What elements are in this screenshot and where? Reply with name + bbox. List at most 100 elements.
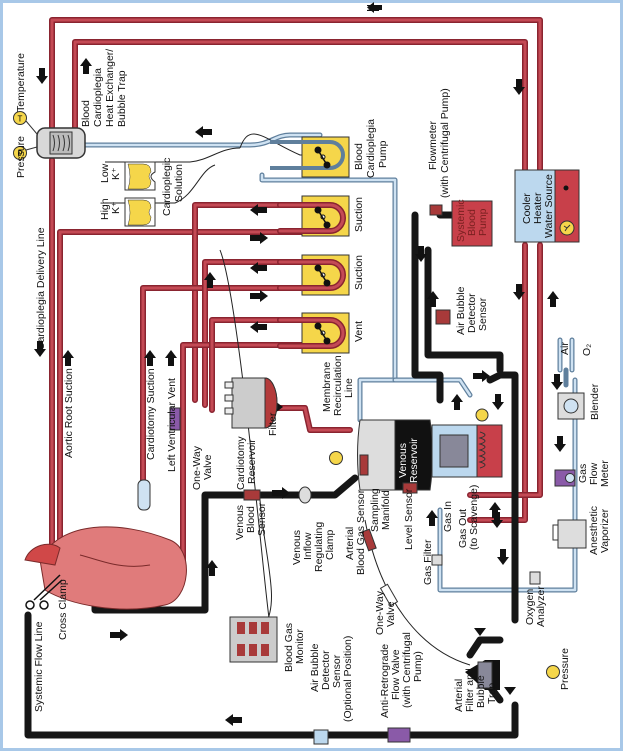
label-hx-1: Blood xyxy=(80,100,92,127)
label-cross-clamp: Cross Clamp xyxy=(57,579,69,640)
level-sensor xyxy=(402,482,418,494)
cardiotomy-reservoir[interactable] xyxy=(224,377,278,429)
suction-pump-2[interactable] xyxy=(277,254,350,296)
label-cardiotomy-suction: Cardiotomy Suction xyxy=(145,368,157,460)
arrow-icon xyxy=(513,292,525,300)
blender[interactable] xyxy=(557,392,585,420)
label-low-k-2: K⁺ xyxy=(110,167,122,180)
label-abd-opt-1: Air Bubble xyxy=(309,643,321,692)
label-abd-opt-3: Sensor xyxy=(331,654,343,688)
anti-retrograde-flow-valve xyxy=(387,727,411,743)
label-clamp-4: Clamp xyxy=(324,529,336,560)
label-clamp-2: Inflow xyxy=(302,532,314,560)
arrow-icon xyxy=(206,560,218,568)
label-oxygen-1: Oxygen xyxy=(524,589,536,625)
p-badge-text: P xyxy=(17,150,22,159)
label-membrane-2: Recirculation xyxy=(332,355,344,416)
label-bc-pump-3: Pump xyxy=(377,140,389,168)
label-water-1: Cooler xyxy=(521,193,533,224)
label-art-filter-3: Bubble xyxy=(475,675,487,708)
high-k-bag xyxy=(124,197,156,227)
label-gas-filter: Gas Filter xyxy=(422,539,434,585)
arrow-icon xyxy=(482,370,490,382)
blood-cardioplegia-heat-exchanger[interactable] xyxy=(36,127,86,159)
label-water-2: Heater xyxy=(532,192,544,224)
arrow-icon xyxy=(504,687,516,695)
label-venous-sensor-2: Blood xyxy=(245,506,257,533)
arrow-icon xyxy=(195,126,203,138)
label-abg-2: Blood Gas Sensor xyxy=(355,489,367,575)
label-sampling-2: Manifold xyxy=(380,490,392,530)
suction-pump-1[interactable] xyxy=(277,195,350,237)
arrow-icon xyxy=(554,444,566,452)
blood-gas-monitor[interactable] xyxy=(229,616,278,663)
label-abd-opt-2: Detector xyxy=(320,650,332,690)
arrow-icon xyxy=(260,290,268,302)
label-oxygen-2: Analyzer xyxy=(535,586,547,627)
label-membrane-3: Line xyxy=(343,378,355,398)
label-temperature-top: Temperature xyxy=(15,53,27,112)
label-cardiotomy-res-1: Cardiotomy xyxy=(235,436,247,490)
arrow-icon xyxy=(451,394,463,402)
label-abg-1: Arterial xyxy=(344,527,356,560)
label-systemic-flow: Systemic Flow Line xyxy=(33,621,45,712)
one-way-valve xyxy=(169,407,181,431)
arterial-filter-bubble-trap[interactable] xyxy=(465,660,500,690)
label-art-filter-2: Filter and xyxy=(464,668,476,712)
arrow-icon xyxy=(547,291,559,299)
venous-inflow-regulating-clamp[interactable] xyxy=(298,486,312,504)
label-cardioplegia-delivery: Cardioplegia Delivery Line xyxy=(35,227,47,350)
label-anti-1: Anti-Retrograde xyxy=(379,644,391,718)
arrow-icon xyxy=(513,87,525,95)
blood-cardioplegia-pump[interactable] xyxy=(270,136,350,178)
venous-reservoir[interactable] xyxy=(357,419,433,494)
low-k-bag xyxy=(124,161,156,191)
anesthetic-vaporizer[interactable] xyxy=(552,519,587,549)
label-sampling-1: Sampling xyxy=(369,488,381,532)
label-level-sensor: Level Sensor xyxy=(403,488,415,550)
pressure-gauge-top: P xyxy=(13,146,38,160)
label-clamp-1: Venous xyxy=(291,530,303,565)
label-air-bubble-3: Sensor xyxy=(477,297,489,331)
gas-flow-meter[interactable] xyxy=(554,469,576,487)
arrow-icon xyxy=(492,402,504,410)
one-way-valve-2 xyxy=(379,583,399,607)
label-systemic-pump-1: Systemic xyxy=(455,199,467,242)
label-art-filter-1: Arterial xyxy=(453,679,465,712)
label-air-bubble-2: Detector xyxy=(466,293,478,333)
arrow-icon xyxy=(250,262,258,274)
arrow-icon xyxy=(491,520,503,528)
label-venous-res-2: Reservoir xyxy=(408,438,420,483)
label-blender: Blender xyxy=(589,383,601,420)
vent-pump[interactable] xyxy=(277,312,350,354)
systemic-blood-pump[interactable] xyxy=(429,200,493,247)
label-lv-vent: Left Ventricular Vent xyxy=(166,378,178,472)
label-abd-opt-4: (Optional Position) xyxy=(342,636,354,722)
temperature-gauge-top: T xyxy=(13,111,38,135)
arrow-icon xyxy=(225,714,233,726)
flowmeter-sensor xyxy=(429,204,443,216)
venous-blood-sensor xyxy=(243,489,261,501)
label-cardioplegic-1: Cardioplegic xyxy=(161,158,173,216)
oxygenator[interactable] xyxy=(431,408,503,478)
cooler-heater-water-source[interactable] xyxy=(514,169,580,243)
arrow-icon xyxy=(415,254,427,262)
heart xyxy=(24,526,187,610)
label-water-3: Water Source xyxy=(543,174,555,238)
arrow-icon xyxy=(250,204,258,216)
label-venous-res-1: Venous xyxy=(397,443,409,478)
label-one-way-1: One-Way xyxy=(191,445,203,490)
label-hx-2: Cardioplegia xyxy=(92,68,104,127)
label-systemic-pump-3: Pump xyxy=(477,208,489,236)
gas-filter xyxy=(431,554,443,566)
label-membrane-1: Membrane xyxy=(321,362,333,412)
label-anti-3: (with Centrifugal xyxy=(401,632,413,708)
sampling-manifold xyxy=(359,454,369,476)
cardioplegia-delivery-tubing xyxy=(49,17,543,563)
label-cardiotomy-res-2: Reservoir xyxy=(246,439,258,484)
label-venous-sensor-1: Venous xyxy=(234,505,246,540)
label-vaporizer-2: Vaporizer xyxy=(599,508,611,553)
label-anti-4: Pump) xyxy=(412,651,424,682)
oxygen-analyzer xyxy=(529,571,541,585)
